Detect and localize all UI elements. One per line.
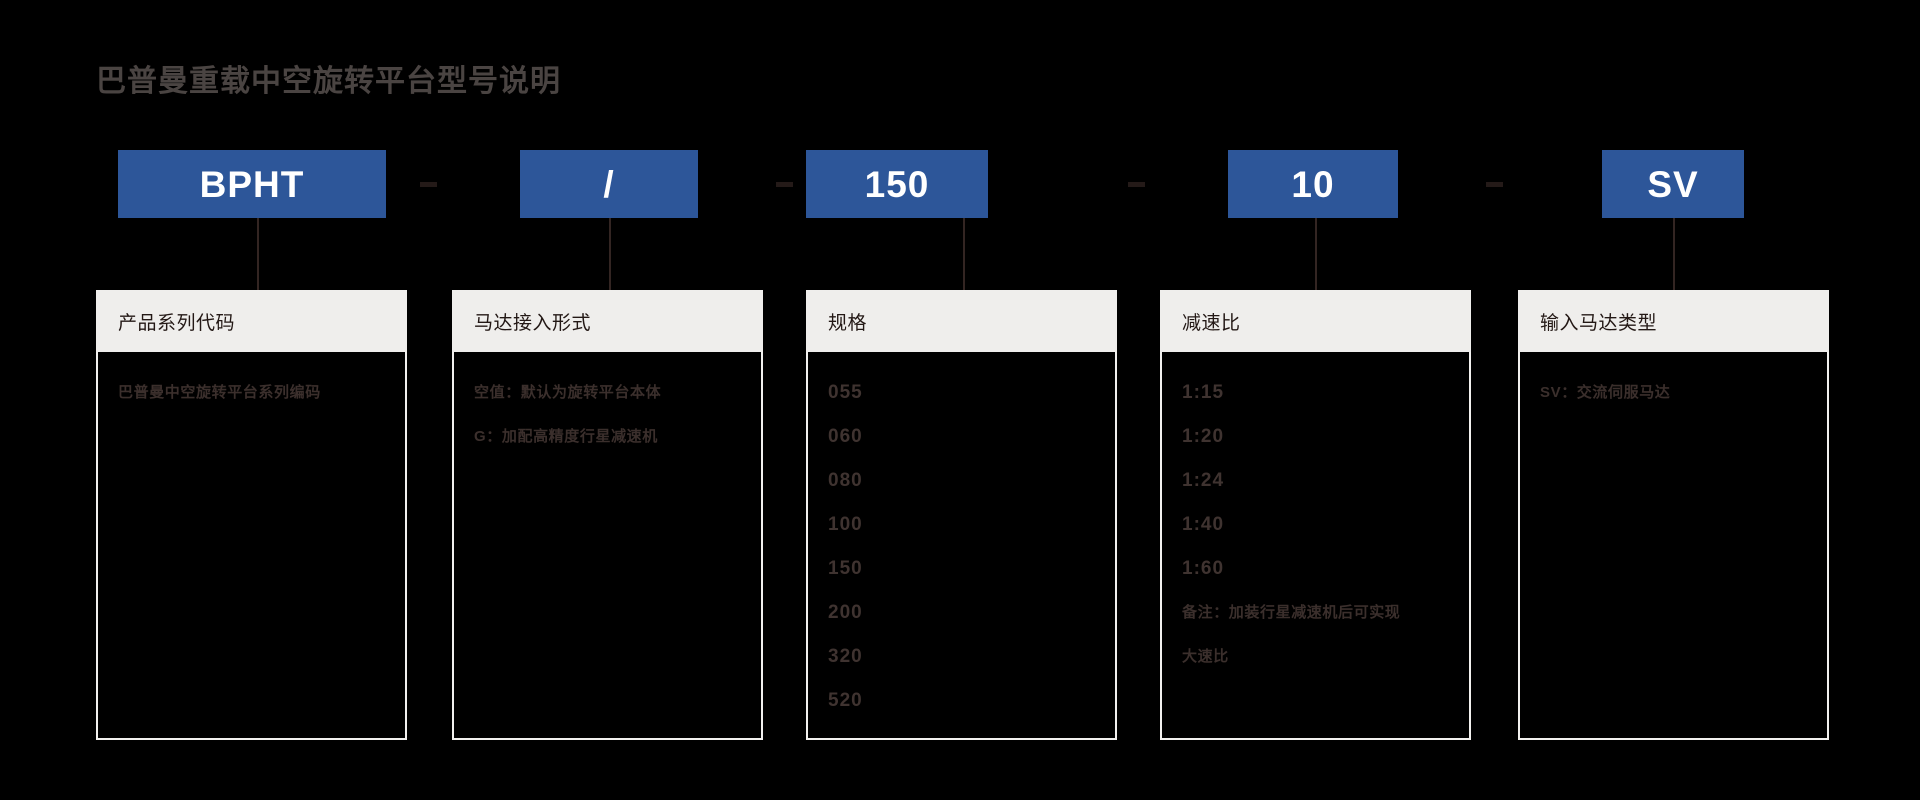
spec-card-body-3: 055 060 080 100 150 200 320 520 xyxy=(806,352,1117,740)
spec-card-line: SV：交流伺服马达 xyxy=(1540,383,1671,401)
spec-card-body-5: SV：交流伺服马达 xyxy=(1518,352,1829,740)
spec-card-line: 大速比 xyxy=(1182,647,1229,665)
spec-card-line: 空值：默认为旋转平台本体 xyxy=(474,383,662,401)
spec-card-header-4: 减速比 xyxy=(1160,290,1471,352)
model-code-separator-2 xyxy=(776,182,793,187)
spec-card-line: 1:60 xyxy=(1182,557,1225,579)
spec-card-line: 1:15 xyxy=(1182,381,1225,403)
connector-line-5 xyxy=(1673,218,1675,290)
model-code-chip-5[interactable]: SV xyxy=(1602,150,1744,218)
model-code-chip-3[interactable]: 150 xyxy=(806,150,988,218)
spec-card-4: 减速比 1:15 1:20 1:24 1:40 1:60 备注：加装行星减速机后可实现大速比 xyxy=(1160,290,1471,740)
spec-card-line: G：加配高精度行星减速机 xyxy=(474,427,658,445)
spec-card-3: 规格 055 060 080 100 150 200 320 520 xyxy=(806,290,1117,740)
model-code-chip-label: SV xyxy=(1647,163,1699,205)
spec-card-line: 055 xyxy=(828,381,863,403)
spec-card-title: 产品系列代码 xyxy=(118,312,236,334)
page-title: 巴普曼重载中空旋转平台型号说明 xyxy=(96,65,561,98)
model-code-chip-1[interactable]: BPHT xyxy=(118,150,386,218)
spec-card-line: 200 xyxy=(828,601,863,623)
model-code-separator-4 xyxy=(1486,182,1503,187)
spec-card-body-1: 巴普曼中空旋转平台系列编码 xyxy=(96,352,407,740)
spec-card-title: 马达接入形式 xyxy=(474,312,592,334)
model-code-chip-label: / xyxy=(603,163,615,205)
spec-card-line: 150 xyxy=(828,557,863,579)
model-code-chip-2[interactable]: / xyxy=(520,150,698,218)
spec-card-line: 1:24 xyxy=(1182,469,1225,491)
spec-card-header-1: 产品系列代码 xyxy=(96,290,407,352)
spec-card-line: 1:20 xyxy=(1182,425,1225,447)
spec-card-line: 080 xyxy=(828,469,863,491)
spec-card-body-4: 1:15 1:20 1:24 1:40 1:60 备注：加装行星减速机后可实现大速比 xyxy=(1160,352,1471,740)
spec-card-title: 规格 xyxy=(828,312,868,334)
model-code-separator-1 xyxy=(420,182,437,187)
spec-card-title: 减速比 xyxy=(1182,312,1241,334)
spec-card-5: 输入马达类型 SV：交流伺服马达 xyxy=(1518,290,1829,740)
spec-card-line: 备注：加装行星减速机后可实现 xyxy=(1182,603,1401,621)
connector-line-3 xyxy=(963,218,965,290)
model-code-chip-label: 150 xyxy=(864,163,930,205)
spec-card-line: 100 xyxy=(828,513,863,535)
connector-line-2 xyxy=(609,218,611,290)
model-code-chip-4[interactable]: 10 xyxy=(1228,150,1398,218)
spec-card-header-3: 规格 xyxy=(806,290,1117,352)
spec-card-line: 巴普曼中空旋转平台系列编码 xyxy=(118,383,321,401)
spec-card-body-2: 空值：默认为旋转平台本体 G：加配高精度行星减速机 xyxy=(452,352,763,740)
model-code-row: BPHT / 150 10 SV xyxy=(96,150,1824,218)
spec-card-line: 1:40 xyxy=(1182,513,1225,535)
model-code-separator-3 xyxy=(1128,182,1145,187)
model-code-chip-label: 10 xyxy=(1291,163,1335,205)
model-code-chip-label: BPHT xyxy=(199,163,305,205)
spec-card-header-2: 马达接入形式 xyxy=(452,290,763,352)
spec-card-2: 马达接入形式空值：默认为旋转平台本体 G：加配高精度行星减速机 xyxy=(452,290,763,740)
connector-line-4 xyxy=(1315,218,1317,290)
spec-card-header-5: 输入马达类型 xyxy=(1518,290,1829,352)
spec-card-line: 060 xyxy=(828,425,863,447)
spec-card-1: 产品系列代码巴普曼中空旋转平台系列编码 xyxy=(96,290,407,740)
spec-card-line: 520 xyxy=(828,689,863,711)
spec-card-title: 输入马达类型 xyxy=(1540,312,1658,334)
connector-line-1 xyxy=(257,218,259,290)
spec-card-line: 320 xyxy=(828,645,863,667)
